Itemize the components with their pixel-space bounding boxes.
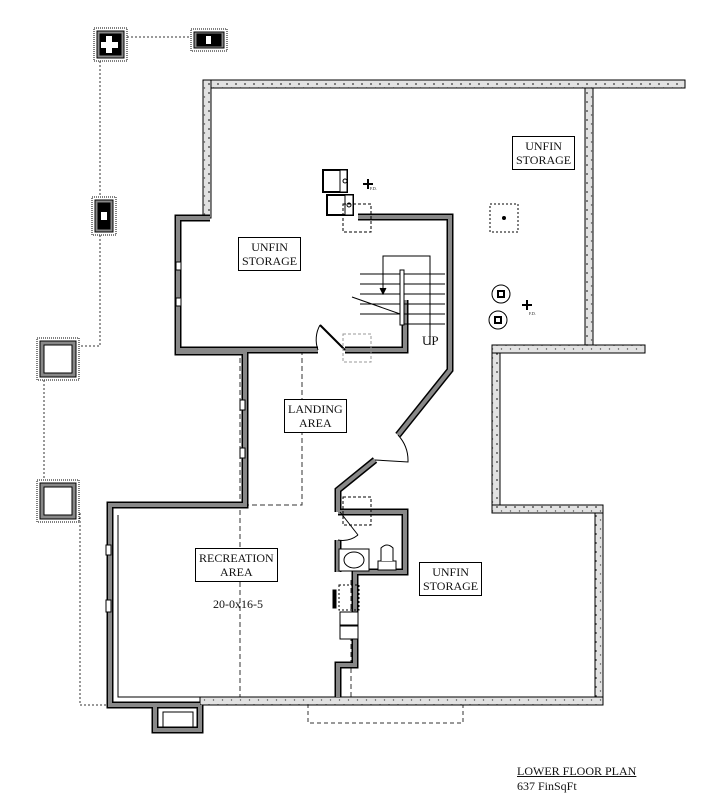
foundation-walls: [199, 79, 686, 706]
label-line: AREA: [220, 565, 253, 579]
room-label-landing-area: LANDING AREA: [284, 399, 347, 433]
pier-1: [93, 27, 128, 62]
label-line: AREA: [298, 416, 332, 430]
fixtures: [322, 169, 519, 640]
room-label-unfin-storage-bottom-right: UNFIN STORAGE: [419, 562, 483, 596]
label-line: STORAGE: [242, 254, 298, 268]
room-label-unfin-storage-left: UNFIN STORAGE: [238, 237, 302, 271]
label-line: STORAGE: [423, 579, 479, 593]
stair-up-label: UP: [422, 333, 439, 348]
pier-4: [36, 337, 80, 381]
sump-pit: [488, 310, 508, 330]
label-line: STORAGE: [516, 153, 572, 167]
room-dimensions: 20-0x16-5: [213, 597, 263, 611]
plan-title: LOWER FLOOR PLAN: [517, 764, 637, 778]
label-line: UNFIN: [432, 565, 469, 579]
floor-drain-label: F.D.: [529, 311, 536, 316]
plan-title-block: LOWER FLOOR PLAN 637 FinSqFt: [517, 764, 636, 794]
furnace: [326, 194, 354, 216]
room-label-recreation-area: RECREATION AREA: [195, 548, 278, 582]
staircase: [351, 255, 445, 345]
floor-drain-icon: [363, 179, 532, 310]
kitchen-sink: [339, 611, 359, 640]
doors: [315, 324, 409, 541]
pier-5: [36, 479, 80, 523]
room-label-unfin-storage-top-right: UNFIN STORAGE: [512, 136, 576, 170]
pier-3: [91, 196, 117, 236]
label-line: UNFIN: [251, 240, 288, 254]
toilet: [377, 544, 397, 571]
plan-area: 637 FinSqFt: [517, 779, 577, 793]
sink: [338, 548, 370, 572]
sump-pit: [491, 284, 511, 304]
pier-2: [190, 28, 228, 52]
pier-footings: [36, 27, 228, 523]
interior-walls: [105, 213, 454, 734]
label-line: UNFIN: [525, 139, 562, 153]
water-heater: [322, 169, 348, 193]
label-line: LANDING: [288, 402, 343, 416]
floor-drain-label: F.D.: [370, 186, 377, 191]
label-line: RECREATION: [199, 551, 274, 565]
